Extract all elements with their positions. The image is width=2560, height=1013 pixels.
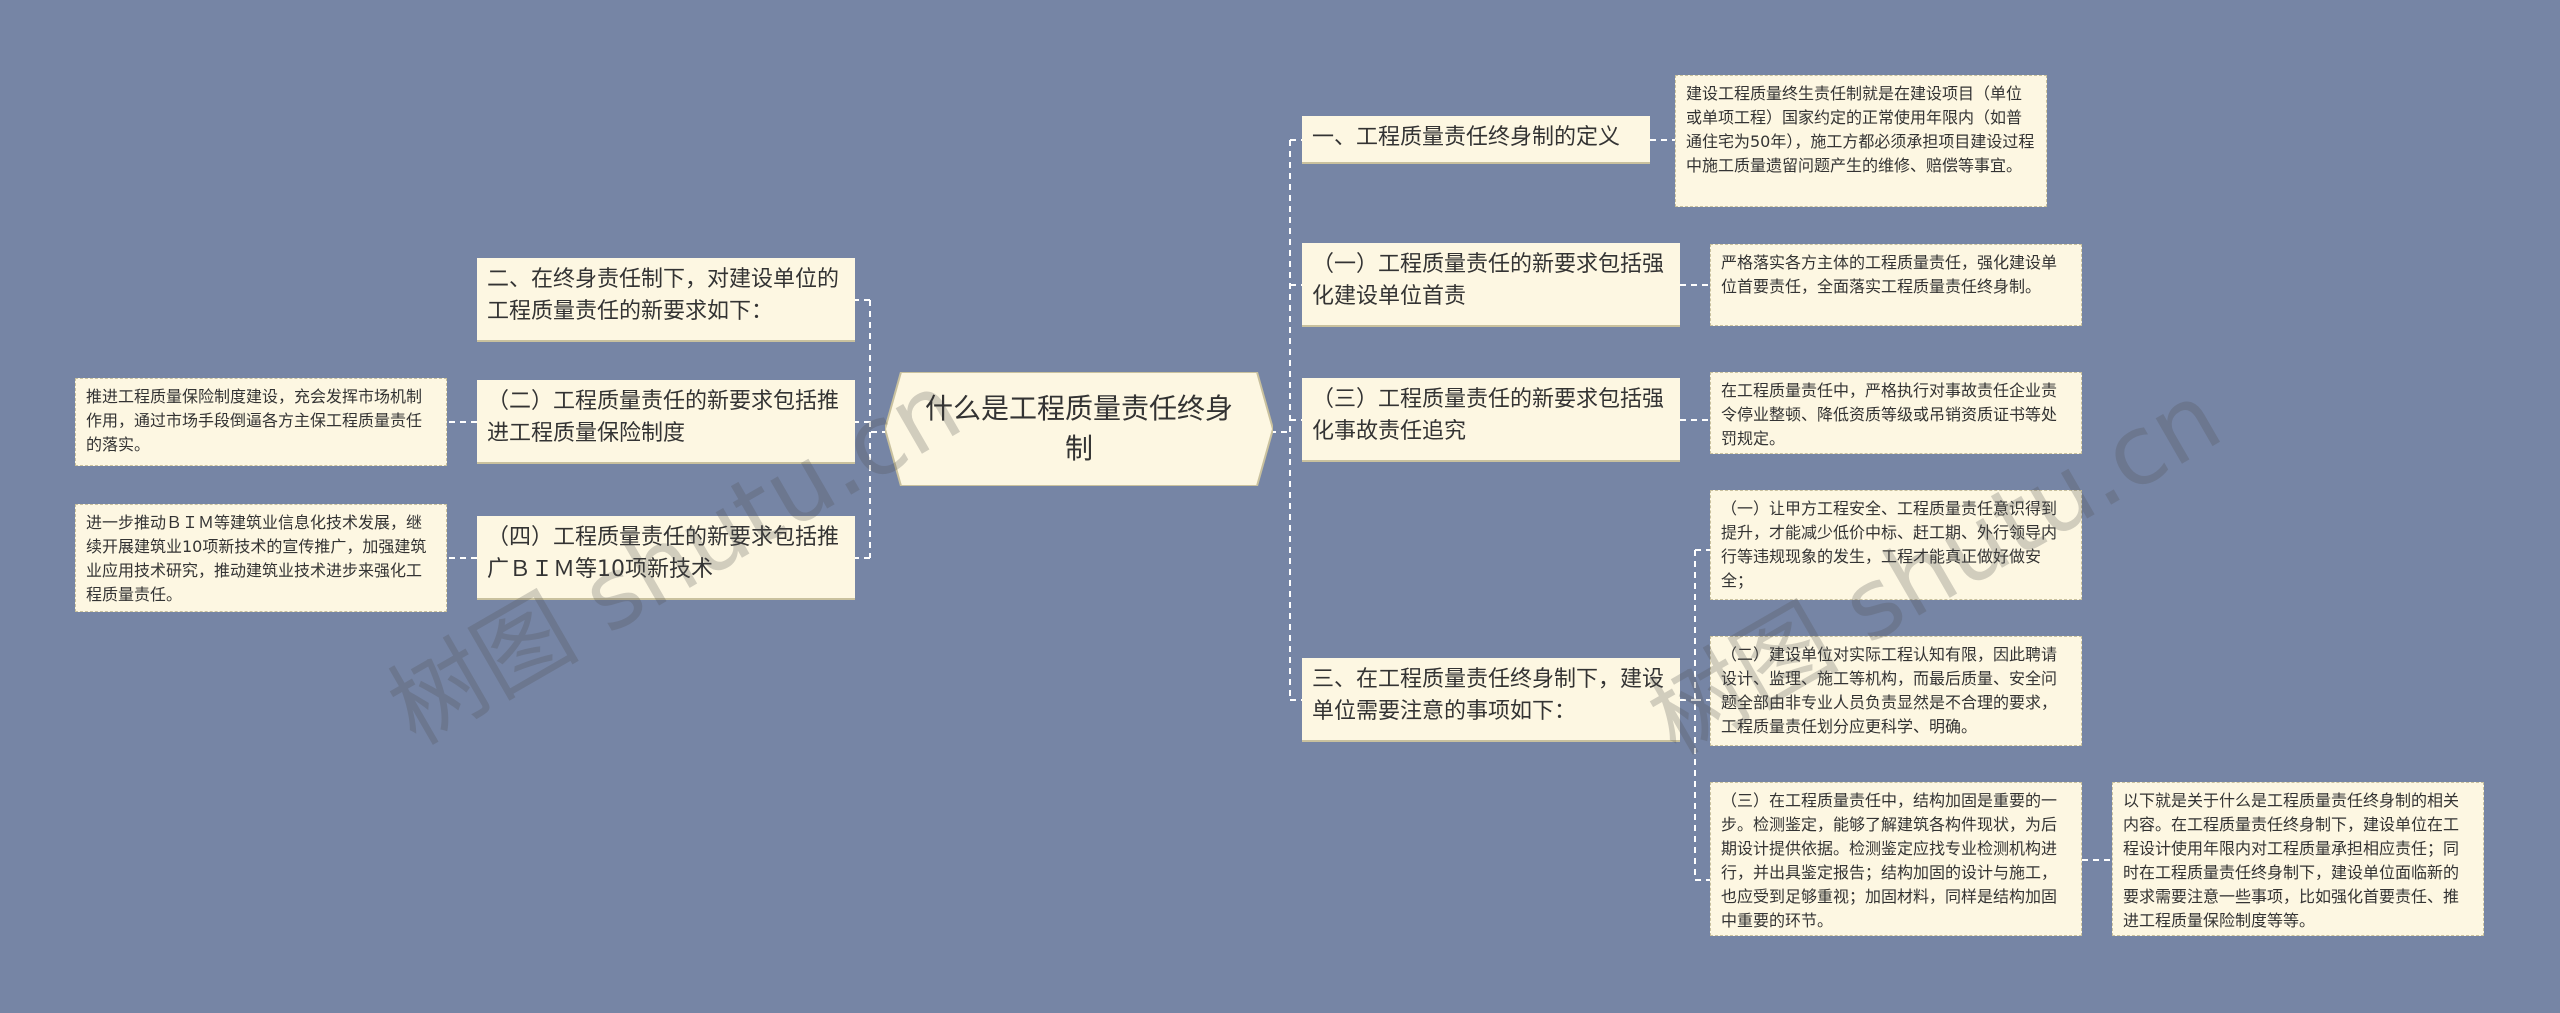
detail-attention-2[interactable]: （二）建设单位对实际工程认知有限，因此聘请设计、监理、施工等机构，而最后质量、安… — [1710, 636, 2082, 746]
branch-attention[interactable]: 三、在工程质量责任终身制下，建设单位需要注意的事项如下： — [1302, 658, 1680, 742]
root-title: 什么是工程质量责任终身制 — [924, 392, 1233, 465]
detail-summary[interactable]: 以下就是关于什么是工程质量责任终身制的相关内容。在工程质量责任终身制下，建设单位… — [2112, 782, 2484, 936]
branch-owner-duty[interactable]: （一）工程质量责任的新要求包括强化建设单位首责 — [1302, 243, 1680, 327]
detail-accident[interactable]: 在工程质量责任中，严格执行对事故责任企业责令停业整顿、降低资质等级或吊销资质证书… — [1710, 372, 2082, 454]
branch-bim[interactable]: （四）工程质量责任的新要求包括推广ＢＩＭ等10项新技术 — [477, 516, 855, 600]
detail-attention-3[interactable]: （三）在工程质量责任中，结构加固是重要的一步。检测鉴定，能够了解建筑各构件现状，… — [1710, 782, 2082, 936]
branch-label: 一、工程质量责任终身制的定义 — [1312, 125, 1621, 150]
branch-requirements-intro[interactable]: 二、在终身责任制下，对建设单位的工程质量责任的新要求如下： — [477, 258, 855, 342]
detail-definition[interactable]: 建设工程质量终生责任制就是在建设项目（单位或单项工程）国家约定的正常使用年限内（… — [1675, 75, 2047, 207]
branch-label: 二、在终身责任制下，对建设单位的工程质量责任的新要求如下： — [487, 267, 840, 324]
branch-label: （三）工程质量责任的新要求包括强化事故责任追究 — [1312, 387, 1665, 444]
branch-label: 三、在工程质量责任终身制下，建设单位需要注意的事项如下： — [1312, 667, 1665, 724]
detail-attention-1[interactable]: （一）让甲方工程安全、工程质量责任意识得到提升，才能减少低价中标、赶工期、外行领… — [1710, 490, 2082, 600]
detail-text: 在工程质量责任中，严格执行对事故责任企业责令停业整顿、降低资质等级或吊销资质证书… — [1721, 381, 2058, 448]
detail-text: 以下就是关于什么是工程质量责任终身制的相关内容。在工程质量责任终身制下，建设单位… — [2123, 791, 2460, 930]
detail-text: （三）在工程质量责任中，结构加固是重要的一步。检测鉴定，能够了解建筑各构件现状，… — [1721, 791, 2058, 930]
detail-text: （一）让甲方工程安全、工程质量责任意识得到提升，才能减少低价中标、赶工期、外行领… — [1721, 499, 2058, 590]
detail-insurance[interactable]: 推进工程质量保险制度建设，充会发挥市场机制作用，通过市场手段倒逼各方主保工程质量… — [75, 378, 447, 466]
detail-text: （二）建设单位对实际工程认知有限，因此聘请设计、监理、施工等机构，而最后质量、安… — [1721, 645, 2058, 736]
branch-label: （四）工程质量责任的新要求包括推广ＢＩＭ等10项新技术 — [487, 525, 840, 582]
root-shape — [885, 372, 1273, 486]
detail-text: 进一步推动ＢＩＭ等建筑业信息化技术发展，继续开展建筑业10项新技术的宣传推广，加… — [86, 513, 427, 604]
branch-insurance[interactable]: （二）工程质量责任的新要求包括推进工程质量保险制度 — [477, 380, 855, 464]
detail-text: 推进工程质量保险制度建设，充会发挥市场机制作用，通过市场手段倒逼各方主保工程质量… — [86, 387, 423, 454]
detail-bim[interactable]: 进一步推动ＢＩＭ等建筑业信息化技术发展，继续开展建筑业10项新技术的宣传推广，加… — [75, 504, 447, 612]
branch-accident[interactable]: （三）工程质量责任的新要求包括强化事故责任追究 — [1302, 378, 1680, 462]
branch-label: （二）工程质量责任的新要求包括推进工程质量保险制度 — [487, 389, 840, 446]
detail-text: 建设工程质量终生责任制就是在建设项目（单位或单项工程）国家约定的正常使用年限内（… — [1686, 84, 2035, 175]
branch-label: （一）工程质量责任的新要求包括强化建设单位首责 — [1312, 252, 1665, 309]
detail-owner-duty[interactable]: 严格落实各方主体的工程质量责任，强化建设单位首要责任，全面落实工程质量责任终身制… — [1710, 244, 2082, 326]
detail-text: 严格落实各方主体的工程质量责任，强化建设单位首要责任，全面落实工程质量责任终身制… — [1721, 253, 2058, 296]
branch-definition[interactable]: 一、工程质量责任终身制的定义 — [1302, 116, 1650, 164]
root-node[interactable]: 什么是工程质量责任终身制 — [885, 372, 1273, 486]
